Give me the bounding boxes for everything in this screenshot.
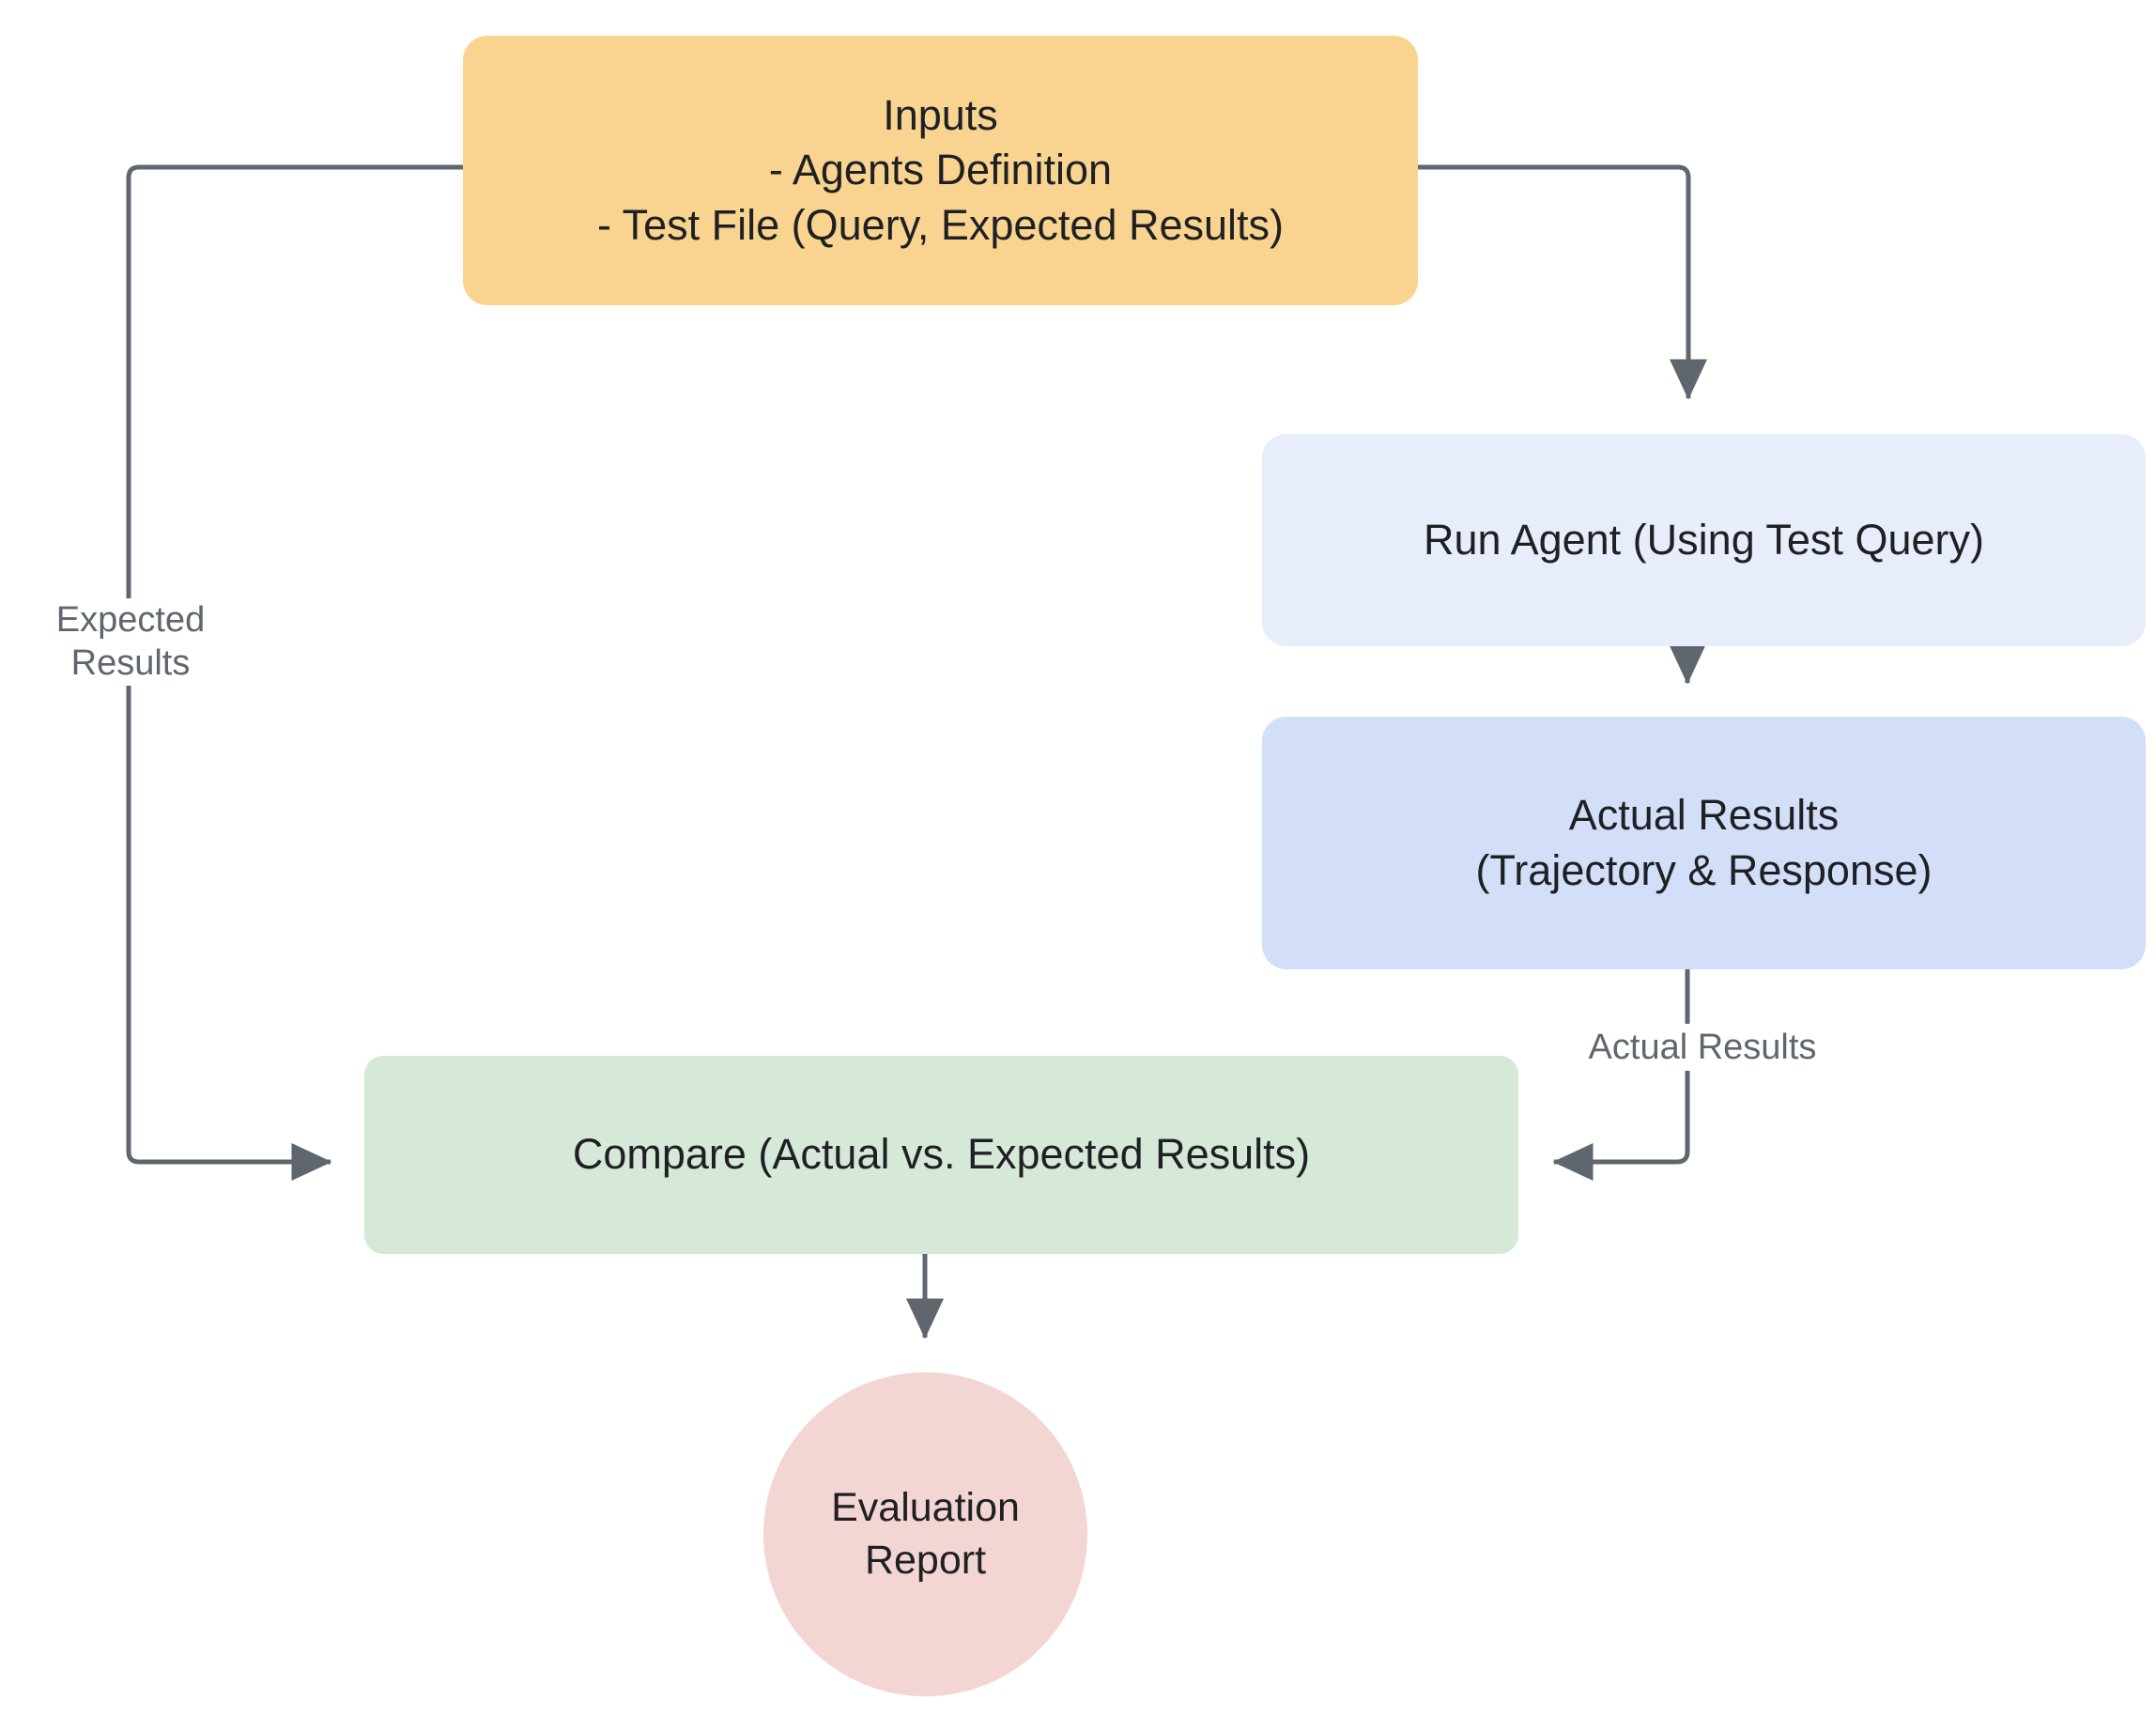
edge-label-actual-results: Actual Results xyxy=(1570,1024,1835,1072)
node-actual-results[interactable]: Actual Results (Trajectory & Response) xyxy=(1262,717,2146,969)
edge-actual-results-to-compare xyxy=(1552,969,1690,1181)
node-evaluation-report-label: Evaluation Report xyxy=(831,1484,1020,1583)
edge-label-expected-results: Expected Results xyxy=(34,598,227,686)
node-inputs[interactable]: Inputs - Agents Definition - Test File (… xyxy=(463,36,1418,305)
edge-inputs-to-run-agent xyxy=(1418,164,1707,400)
node-inputs-label: Inputs - Agents Definition - Test File (… xyxy=(596,90,1285,249)
node-compare[interactable]: Compare (Actual vs. Expected Results) xyxy=(364,1056,1518,1254)
node-compare-label: Compare (Actual vs. Expected Results) xyxy=(572,1130,1311,1179)
node-run-agent[interactable]: Run Agent (Using Test Query) xyxy=(1262,434,2146,646)
node-actual-results-label: Actual Results (Trajectory & Response) xyxy=(1475,791,1933,894)
node-run-agent-label: Run Agent (Using Test Query) xyxy=(1424,515,1984,564)
node-evaluation-report[interactable]: Evaluation Report xyxy=(763,1372,1087,1696)
